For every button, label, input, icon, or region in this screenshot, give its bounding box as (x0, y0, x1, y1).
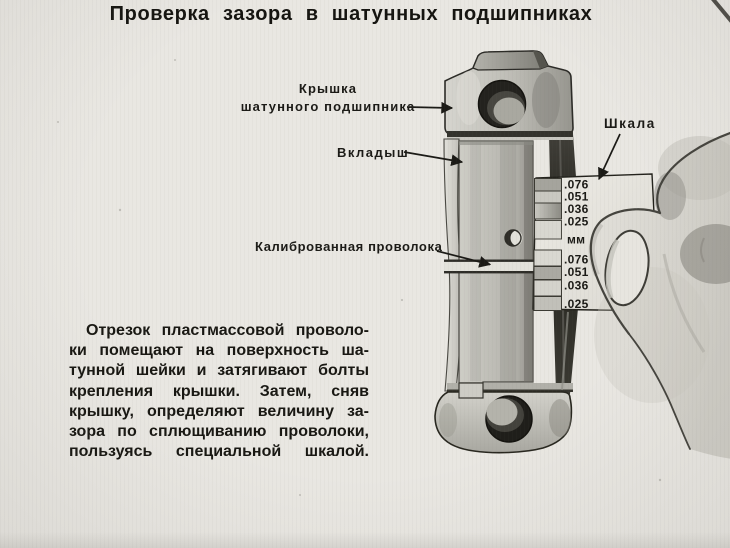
scale-unit: мм (567, 233, 585, 247)
text-line: пользуясь специальной шкалой. (69, 443, 369, 461)
hand-edge-outline (628, 333, 691, 450)
leader-insert (403, 151, 464, 167)
paper-specks (57, 59, 662, 496)
scale-value: .025 (564, 215, 589, 229)
thumb-nail (604, 229, 650, 307)
parting-line (447, 131, 573, 137)
calibrated-wire (444, 259, 534, 274)
text-line: крышку, определяют величину за- (69, 402, 369, 420)
scale-values: .076 .051 .036 .025 мм .076 .051 .036 .0… (564, 178, 589, 312)
hand (588, 131, 730, 459)
text-line: Отрезок пластмассовой проволо- (86, 322, 369, 339)
text-line: тунной шейки и затягивают болты (69, 362, 369, 380)
hand-silhouette (590, 133, 730, 459)
scale-value: .051 (564, 190, 589, 204)
bolt-hole-bottom (485, 395, 533, 443)
insert-oil-hole (504, 229, 523, 247)
scale-value: .076 (564, 253, 589, 267)
scale-value: .036 (564, 202, 589, 216)
index-finger-outline (656, 131, 730, 215)
page-title: Проверка зазора в шатунных подшипниках (109, 3, 593, 25)
leader-wire (436, 250, 492, 268)
film-scratch-mark (711, 0, 730, 23)
scale-strips-upper (534, 178, 562, 240)
text-line: ки помещают на поверхность ша- (69, 342, 369, 360)
leader-bearing-cap (406, 101, 454, 114)
leader-scale (598, 133, 621, 181)
insert-locating-tab (458, 382, 484, 399)
label-bearing-cap: Крышка шатунного подшипника (233, 80, 423, 116)
leader-lines (403, 101, 621, 268)
bolt-hole-top (477, 79, 527, 129)
description-text: Отрезок пластмассовой проволо- ки помеща… (69, 321, 369, 462)
label-bearing-cap-line2: шатунного подшипника (240, 99, 416, 114)
scale-value: .076 (564, 178, 589, 192)
scale-value: .025 (564, 297, 589, 311)
scale-strips-lower (533, 249, 562, 311)
label-scale: Шкала (604, 116, 656, 131)
label-bearing-cap-line1: Крышка (298, 81, 358, 96)
label-calibrated-wire: Калиброванная проволока (255, 239, 443, 254)
scale-value: .051 (564, 265, 589, 279)
text-line: крепления крышки. Затем, сняв (69, 382, 369, 400)
thumb-outline (589, 208, 662, 336)
label-insert: Вкладыш (337, 145, 410, 160)
scale-value: .036 (564, 279, 589, 293)
text-line: зора по сплющиванию проволоки, (69, 422, 369, 440)
